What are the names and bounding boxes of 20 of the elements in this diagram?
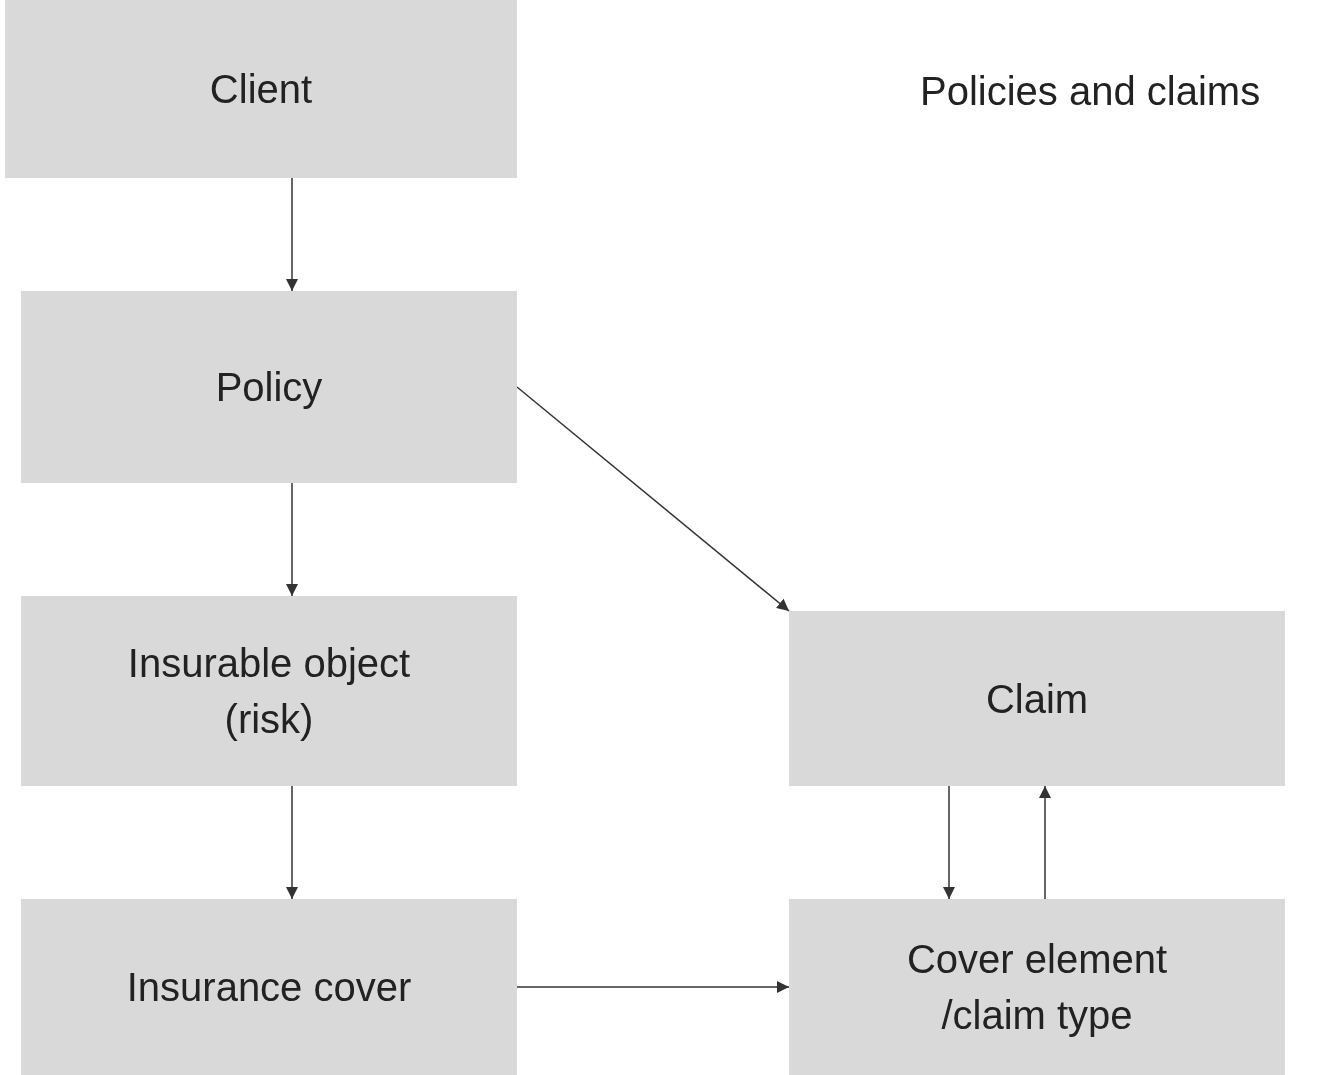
arrow xyxy=(286,482,298,597)
arrow xyxy=(286,785,298,900)
box-label: Policy xyxy=(215,364,323,411)
arrow xyxy=(1039,785,1051,900)
process-box xyxy=(21,596,517,786)
arrow xyxy=(286,177,298,292)
box-label: Client xyxy=(209,66,313,113)
process-box xyxy=(5,0,517,178)
process-box xyxy=(21,899,517,1075)
process-box xyxy=(21,291,517,483)
box-label: Insurable object (risk) xyxy=(126,640,412,743)
box-label: Cover element /claim type xyxy=(905,936,1169,1039)
box-label: Insurance cover xyxy=(126,964,412,1011)
diagram-title: Policies and claims xyxy=(920,68,1261,115)
arrow xyxy=(516,981,790,993)
arrow xyxy=(516,386,790,612)
box-label: Claim xyxy=(985,675,1089,723)
arrow xyxy=(943,785,955,900)
process-box xyxy=(789,899,1285,1075)
process-box xyxy=(789,611,1285,786)
